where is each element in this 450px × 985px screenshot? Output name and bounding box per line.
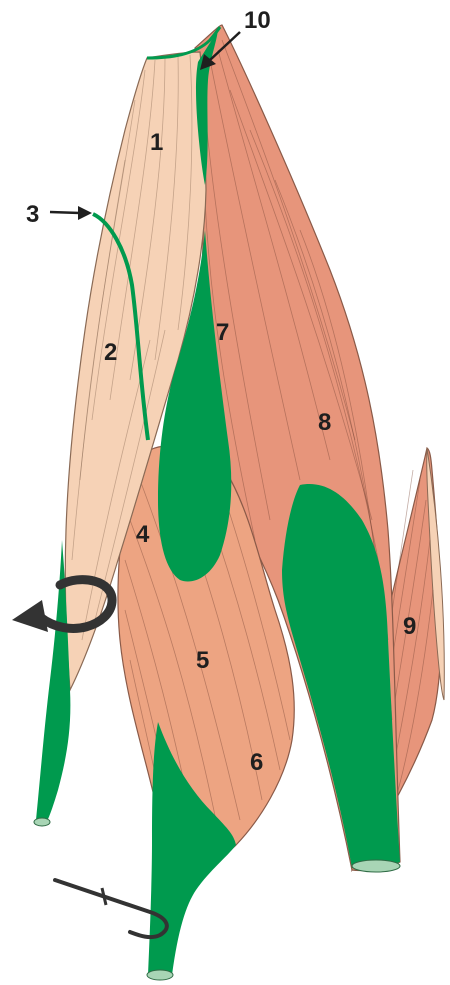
label-5: 5 xyxy=(196,647,209,674)
label-3: 3 xyxy=(26,201,39,228)
label-2: 2 xyxy=(104,339,117,366)
tendon-left-end xyxy=(34,818,50,826)
tendon-5-6-end xyxy=(147,970,173,980)
label-4: 4 xyxy=(136,521,150,548)
label-9: 9 xyxy=(403,613,416,640)
label-8: 8 xyxy=(318,409,331,436)
label-6: 6 xyxy=(250,749,263,776)
label-1: 1 xyxy=(150,129,163,156)
tendon-8-end xyxy=(352,860,400,872)
label-10: 10 xyxy=(244,7,271,34)
label-7: 7 xyxy=(216,319,229,346)
arrow-3 xyxy=(50,206,92,220)
